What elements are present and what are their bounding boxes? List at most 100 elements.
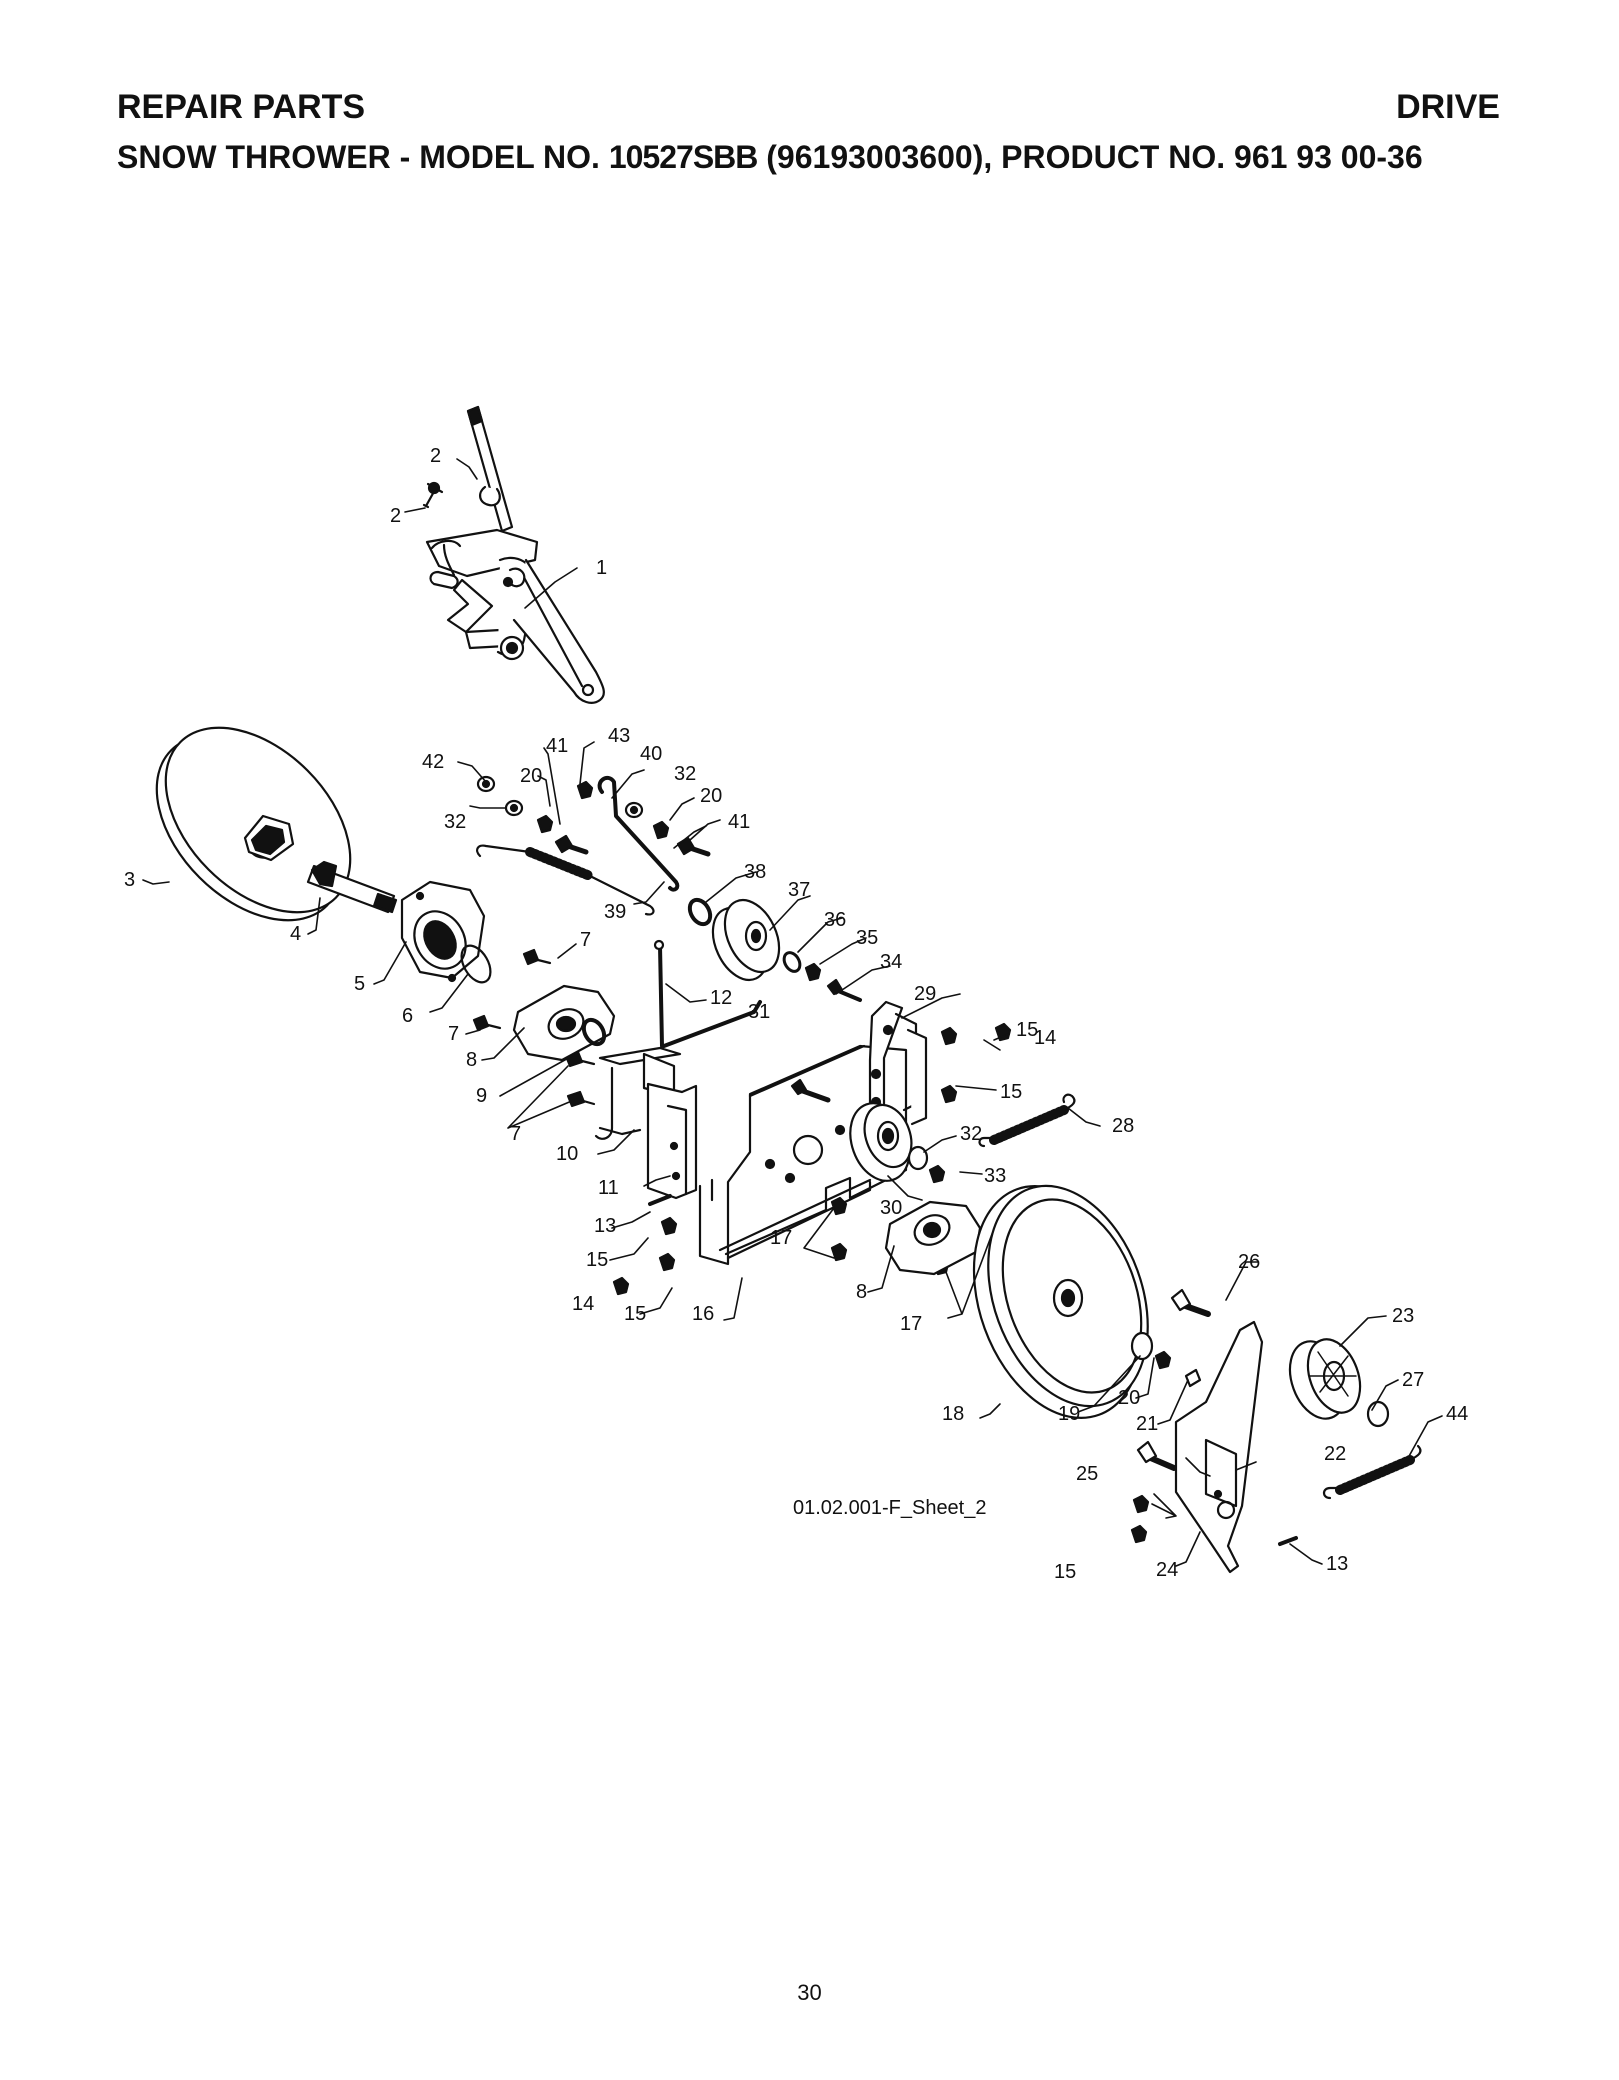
callout: 18: [942, 1403, 964, 1425]
callout: 16: [692, 1303, 714, 1325]
drive-shaft: [306, 860, 398, 914]
callout: 15: [586, 1249, 608, 1271]
callout: 3: [124, 869, 135, 891]
subtitle-prefix: SNOW THROWER - MODEL NO.: [117, 139, 600, 175]
bolt-26: [1170, 1288, 1211, 1317]
callout: 5: [354, 973, 365, 995]
callout: 7: [580, 929, 591, 951]
callout: 24: [1156, 1559, 1178, 1581]
callout: 22: [1324, 1443, 1346, 1465]
callout: 12: [710, 987, 732, 1009]
callout: 14: [572, 1293, 594, 1315]
callout-labels: 1 2 2 3 4 5 6 7 7 7 8 8 9 10 11 12 13 13…: [124, 445, 1468, 1583]
callout: 2: [430, 445, 441, 467]
callout: 32: [960, 1123, 982, 1145]
nut-15e: [1132, 1494, 1150, 1514]
spring-39: [476, 844, 655, 916]
callout: 20: [700, 785, 722, 807]
callout: 15: [624, 1303, 646, 1325]
nut-15a: [940, 1026, 958, 1046]
bracket-11: [646, 1082, 698, 1200]
callout: 32: [674, 763, 696, 785]
leader-lines: [142, 458, 1443, 1567]
idler-pulley-30: [849, 1102, 913, 1182]
nut-35: [804, 962, 822, 982]
nut-17a: [830, 1196, 848, 1216]
callout: 10: [556, 1143, 578, 1165]
bearing-housing: [400, 880, 486, 983]
retaining-ring: [460, 944, 492, 984]
callout: 7: [510, 1123, 521, 1145]
callout: 21: [1136, 1413, 1158, 1435]
callout: 38: [744, 861, 766, 883]
callout: 31: [748, 1001, 770, 1023]
callout: 25: [1076, 1463, 1098, 1485]
callout: 17: [900, 1313, 922, 1335]
callout: 44: [1446, 1403, 1468, 1425]
nut-15d: [658, 1252, 676, 1272]
washer-19: [1130, 1331, 1154, 1361]
callout: 29: [914, 983, 936, 1005]
subtitle-suffix: (96193003600), PRODUCT NO. 961 93 00-36: [766, 139, 1423, 175]
callout: 26: [1238, 1251, 1260, 1273]
washer-32c: [907, 1145, 929, 1171]
nut-15b: [940, 1084, 958, 1104]
shift-rod: [653, 939, 762, 1048]
nut-33: [928, 1164, 946, 1184]
nut-20c: [1154, 1350, 1172, 1370]
callout: 15: [1054, 1561, 1076, 1583]
nut-20b: [652, 820, 670, 840]
callout: 30: [880, 1197, 902, 1219]
bolt-34: [826, 978, 862, 1002]
flange-bearing-lower: [884, 1200, 982, 1276]
callout: 33: [984, 1165, 1006, 1187]
pulley-37: [711, 898, 781, 982]
callout: 1: [596, 557, 607, 579]
callout: 19: [1058, 1403, 1080, 1425]
callout: 39: [604, 901, 626, 923]
callout: 40: [640, 743, 662, 765]
callout: 28: [1112, 1115, 1134, 1137]
callout: 35: [856, 927, 878, 949]
callout: 14: [1034, 1027, 1056, 1049]
callout: 37: [788, 879, 810, 901]
callout: 41: [546, 735, 568, 757]
screw-13a: [648, 1194, 672, 1206]
callout: 9: [476, 1085, 487, 1107]
callout: 32: [444, 811, 466, 833]
callout: 11: [598, 1177, 619, 1199]
spring-28: [978, 1093, 1076, 1148]
sheet-code: 01.02.001-F_Sheet_2: [793, 1497, 987, 1519]
model-subtitle: SNOW THROWER - MODEL NO. 10527SBB (96193…: [117, 139, 1423, 176]
callout: 4: [290, 923, 301, 945]
section-title: REPAIR PARTS: [117, 88, 366, 126]
idler-pulley-23: [1288, 1338, 1362, 1420]
callout: 36: [824, 909, 846, 931]
spacer-9: [581, 1017, 607, 1047]
page-number: 30: [797, 1980, 822, 2005]
callout: 13: [1326, 1553, 1348, 1575]
spacer-38: [687, 897, 713, 927]
frame-plate: [698, 1044, 908, 1266]
callout: 43: [608, 725, 630, 747]
screw-13b: [1278, 1536, 1298, 1546]
callout: 15: [1000, 1081, 1022, 1103]
bolt-25: [1136, 1440, 1177, 1471]
callout: 34: [880, 951, 902, 973]
callout: 6: [402, 1005, 413, 1027]
nut-14b: [612, 1276, 630, 1296]
nut-15c: [660, 1216, 678, 1236]
washer-36: [782, 951, 802, 973]
callout: 8: [856, 1281, 867, 1303]
idler-arm: [1174, 1320, 1264, 1574]
shift-lever-assembly: [425, 405, 605, 704]
bolt-31: [790, 1078, 831, 1103]
callout: 8: [466, 1049, 477, 1071]
callout: 2: [390, 505, 401, 527]
bolt-21: [1184, 1368, 1202, 1388]
nut-17b: [830, 1242, 848, 1262]
callout: 17: [770, 1227, 792, 1249]
callout: 15: [1016, 1019, 1038, 1041]
callout: 23: [1392, 1305, 1414, 1327]
